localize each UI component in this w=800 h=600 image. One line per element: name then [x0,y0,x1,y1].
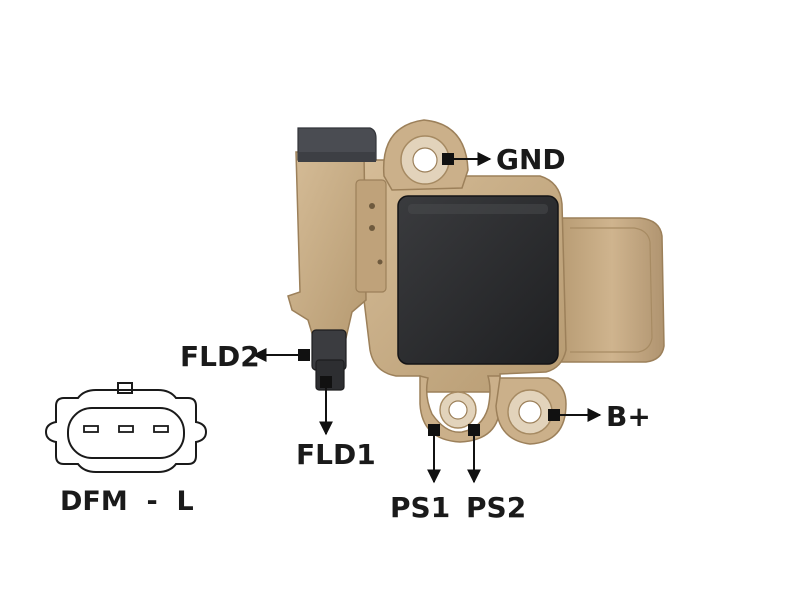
ps2-marker [468,424,480,436]
connector-pin-slot [118,425,134,433]
fld1-marker [320,376,332,388]
tower-pin-hole [377,259,383,265]
dfm-l-connector-face [44,382,208,473]
tower-pin-hole [369,203,375,209]
connector-type-label: DFM - L [60,486,194,517]
b-plus-marker [548,409,560,421]
connector-pin-slot [83,425,99,433]
fld2-marker [298,349,310,361]
connector-outer-shell [44,389,208,473]
ps2-callout: PS2 [466,424,526,524]
gnd-marker [442,153,454,165]
potted-electronics-block [397,195,559,365]
connector-inner-shell [67,407,185,459]
gnd-label: GND [496,143,566,176]
ps1-callout: PS1 [390,424,450,524]
gnd-callout: GND [442,143,566,176]
gnd-mounting-ear [382,119,469,191]
ps1-marker [428,424,440,436]
ps1-label: PS1 [390,491,450,524]
fld1-callout: FLD1 [296,376,376,471]
ps2-label: PS2 [466,491,526,524]
side-connector-housing [559,217,665,363]
voltage-regulator [287,119,665,445]
connector-pin-slot [153,425,169,433]
fld2-callout: FLD2 [180,340,310,373]
b-plus-label: B+ [606,400,651,433]
b-plus-mounting-ear [495,377,567,445]
b-plus-callout: B+ [548,400,651,433]
fld1-label: FLD1 [296,438,376,471]
tower-pin-hole [369,225,375,231]
tower-channel [355,179,387,293]
fld2-label: FLD2 [180,340,260,373]
field-terminal-tower [287,151,367,341]
connector-latch-tab [117,382,133,394]
